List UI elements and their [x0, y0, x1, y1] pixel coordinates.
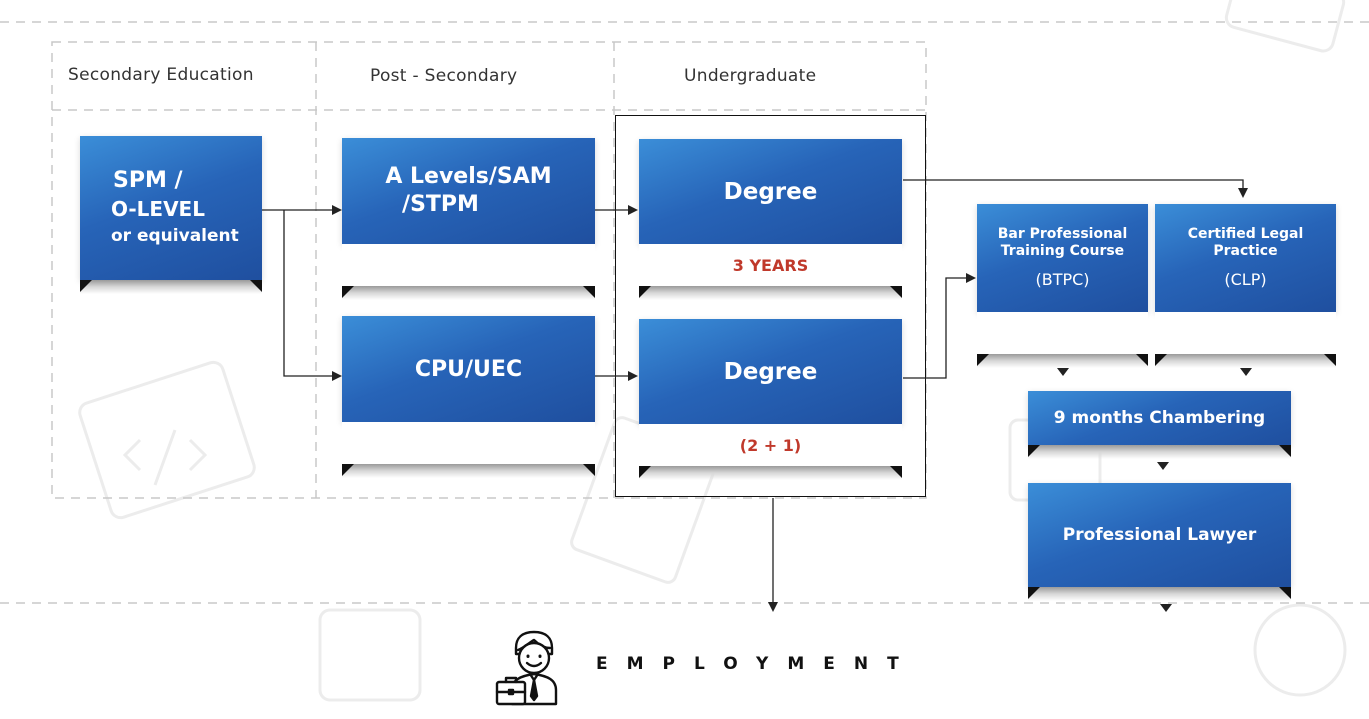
alevels-card: A Levels/SAM /STPM	[342, 138, 595, 306]
stage-label-post-secondary: Post - Secondary	[370, 66, 518, 86]
clp-bullet	[1240, 368, 1252, 376]
btpc-line1: Bar Professional	[997, 226, 1128, 242]
degree-3yr-card: Degree 3 YEARS	[639, 139, 902, 305]
businessman-icon	[495, 630, 558, 706]
alevels-line2: /STPM	[402, 192, 479, 217]
spm-line2: O-LEVEL	[111, 197, 205, 221]
degree-2plus1-duration: (2 + 1)	[639, 424, 902, 466]
chambering-bullet	[1157, 462, 1169, 470]
professional-lawyer-title: Professional Lawyer	[1062, 525, 1257, 545]
lawyer-bullet	[1160, 604, 1172, 612]
arrow-spm-to-cpu	[283, 210, 342, 381]
clp-line2: Practice	[1213, 243, 1278, 259]
undergraduate-frame	[615, 115, 926, 497]
cpu-card: CPU/UEC	[342, 316, 595, 484]
degree-3yr-title: Degree	[723, 178, 818, 205]
btpc-line3: (BTPC)	[1035, 270, 1090, 289]
arrow-degree-to-clp	[903, 179, 1248, 198]
clp-line3: (CLP)	[1224, 270, 1267, 289]
degree-3yr-duration: 3 YEARS	[639, 244, 902, 286]
arrow-degree2-to-btpc	[903, 273, 976, 379]
professional-lawyer-card: Professional Lawyer	[1028, 483, 1291, 601]
stage-label-undergraduate: Undergraduate	[684, 66, 817, 86]
spm-card: SPM / O-LEVEL or equivalent	[80, 136, 262, 302]
cpu-title: CPU/UEC	[414, 356, 523, 382]
alevels-line1: A Levels/SAM	[385, 164, 552, 189]
clp-card: Certified Legal Practice (CLP)	[1155, 204, 1336, 380]
employment-label: EMPLOYMENT	[596, 654, 918, 674]
btpc-bullet	[1057, 368, 1069, 376]
stage-label-secondary: Secondary Education	[68, 65, 254, 85]
degree-2plus1-title: Degree	[723, 358, 818, 385]
degree-2plus1-card: Degree (2 + 1)	[639, 319, 902, 485]
btpc-card: Bar Professional Training Course (BTPC)	[977, 204, 1148, 380]
btpc-line2: Training Course	[1000, 243, 1125, 259]
clp-line1: Certified Legal	[1187, 226, 1304, 242]
chambering-title: 9 months Chambering	[1053, 408, 1266, 428]
chambering-card: 9 months Chambering	[1028, 391, 1291, 459]
spm-line1: SPM /	[113, 168, 183, 193]
spm-line3: or equivalent	[111, 226, 239, 246]
